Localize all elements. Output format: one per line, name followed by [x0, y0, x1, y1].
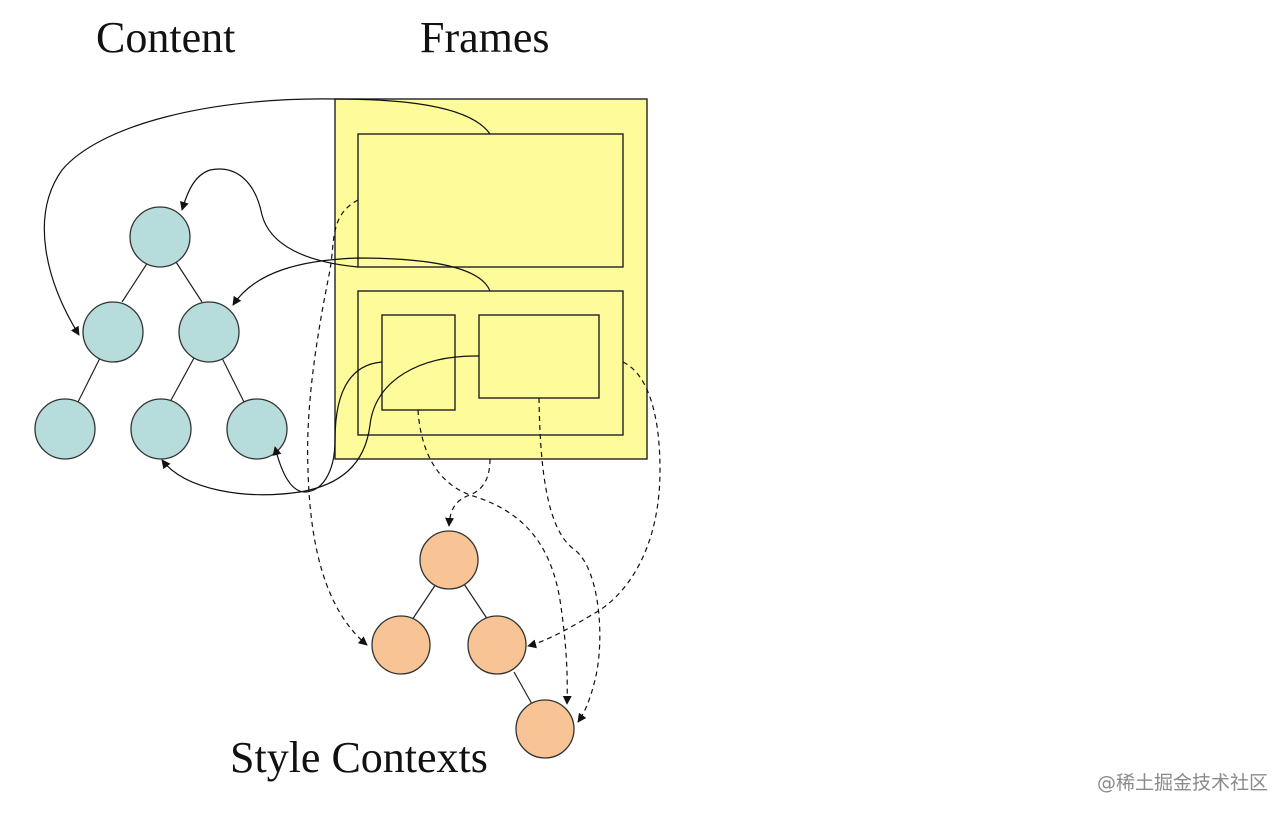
content-tree	[34, 206, 288, 460]
watermark-text: @稀土掘金技术社区	[1097, 772, 1268, 794]
content-node-leaf-3	[226, 398, 288, 460]
style-contexts-label: Style Contexts	[230, 733, 488, 782]
arrow-root-frame-to-style-root	[445, 458, 491, 527]
arrow-bottom-box-to-content-right	[232, 257, 491, 306]
content-node-root	[129, 206, 191, 268]
content-node-leaf-2	[130, 398, 192, 460]
style-node-left	[371, 615, 431, 675]
style-contexts-tree	[371, 530, 575, 759]
style-node-right	[467, 615, 527, 675]
frame-bottom-box	[357, 290, 624, 436]
arrow-inner-left-to-content-leaf-3	[272, 361, 383, 493]
frames-tree	[334, 98, 648, 460]
arrow-top-box-to-content-root	[180, 168, 359, 268]
content-label: Content	[96, 13, 235, 62]
content-node-left	[82, 301, 144, 363]
style-node-root	[419, 530, 479, 590]
arrow-root-frame-to-content-left	[43, 98, 491, 336]
arrow-inner-right-to-content-leaf-2	[161, 355, 480, 496]
arrow-top-box-to-style-left	[307, 199, 368, 646]
frame-to-style-arrows	[307, 199, 661, 723]
content-node-right	[178, 301, 240, 363]
frame-root	[334, 98, 648, 460]
frame-to-content-arrows	[43, 98, 491, 496]
frames-label: Frames	[420, 13, 550, 62]
content-node-leaf-1	[34, 398, 96, 460]
style-node-leaf	[515, 699, 575, 759]
arrow-bottom-box-to-style-right	[527, 361, 661, 649]
style-tree-edges	[411, 583, 533, 705]
content-tree-edges	[77, 261, 245, 403]
